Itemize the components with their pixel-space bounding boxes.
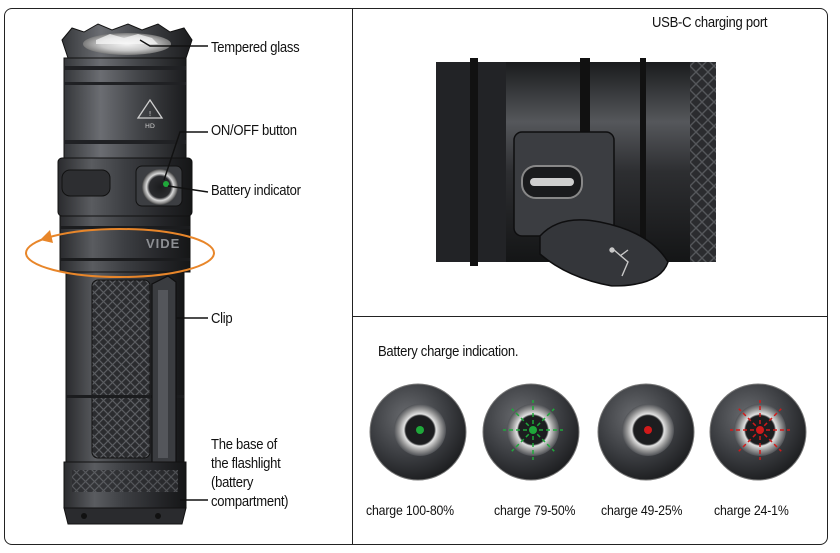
callout-lines xyxy=(139,39,209,501)
battery-indicator-led xyxy=(163,181,169,187)
hd-badge-icon: ! HD xyxy=(136,98,164,130)
battery-tube xyxy=(65,271,185,471)
charge-panel-title: Battery charge indication. xyxy=(378,344,519,360)
callout-tempered-glass: Tempered glass xyxy=(211,40,300,56)
flashlight-mid-section: VIDE xyxy=(59,215,191,273)
diagram-frame xyxy=(4,8,828,545)
panel-divider-vertical xyxy=(352,8,353,545)
flashlight-base xyxy=(63,461,187,525)
on-off-button xyxy=(142,169,178,205)
callout-battery-indicator: Battery indicator xyxy=(211,183,301,199)
callout-base: The base of the flashlight (battery comp… xyxy=(211,437,289,510)
brand-text: VIDE xyxy=(146,236,180,251)
rotation-arrow xyxy=(25,228,215,278)
flashlight-switch-section xyxy=(57,157,193,217)
flashlight-head: ! HD xyxy=(61,23,193,159)
callout-on-off-button: ON/OFF button xyxy=(211,123,297,139)
charge-state-label: charge 100-80% xyxy=(366,502,454,518)
charge-state-label: charge 49-25% xyxy=(601,502,683,518)
usb-panel-title: USB-C charging port xyxy=(652,15,768,31)
charge-state-label: charge 24-1% xyxy=(714,502,789,518)
panel-divider-horizontal xyxy=(352,316,828,317)
callout-clip: Clip xyxy=(211,311,233,327)
hd-badge-text: HD xyxy=(145,122,155,130)
flashlight-illustration: ! HD VIDE xyxy=(25,23,215,525)
rotation-arrowhead-icon xyxy=(40,230,53,243)
svg-text:!: ! xyxy=(149,110,152,118)
charge-state-label: charge 79-50% xyxy=(494,502,576,518)
